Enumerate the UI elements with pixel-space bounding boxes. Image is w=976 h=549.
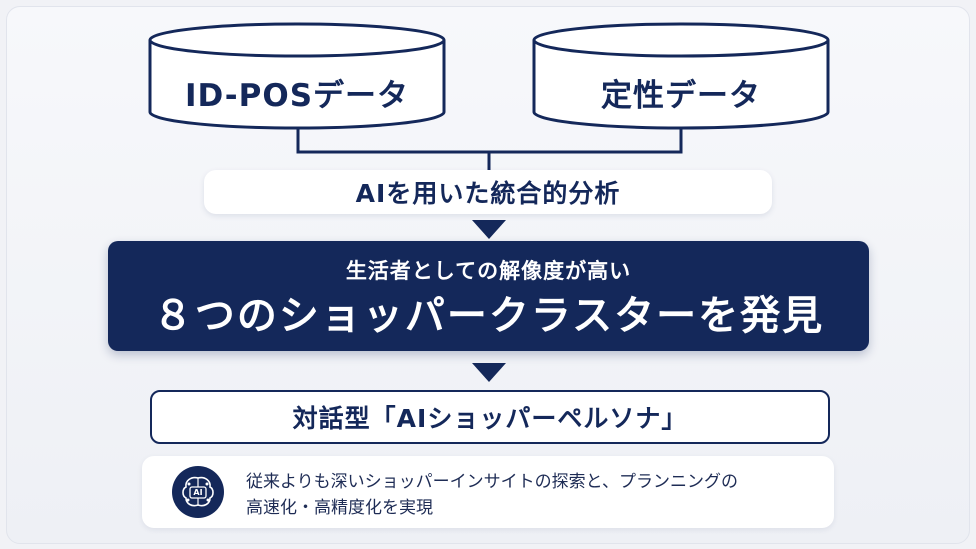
id-pos-data-cylinder: ID-POSデータ (147, 16, 447, 130)
benefit-line-2: 高速化・高精度化を実現 (246, 498, 433, 518)
ai-analysis-label: AIを用いた統合的分析 (355, 179, 621, 208)
ai-chip-label: AI (193, 488, 203, 497)
down-arrow-icon (472, 220, 506, 239)
benefit-text: 従来よりも深いショッパーインサイトの探索と、プランニングの 高速化・高精度化を実… (246, 469, 816, 521)
database-icon (532, 22, 830, 130)
result-subtitle: 生活者としての解像度が高い (345, 259, 632, 283)
ai-shopper-persona-box: 対話型「AIショッパーペルソナ」 (150, 390, 830, 444)
shopper-cluster-result-box: 生活者としての解像度が高い ８つのショッパークラスターを発見 (108, 241, 869, 351)
down-arrow-icon (472, 363, 506, 382)
benefit-note: AI 従来よりも深いショッパーインサイトの探索と、プランニングの 高速化・高精度… (142, 456, 834, 528)
id-pos-data-label: ID-POSデータ (184, 78, 410, 114)
ai-analysis-box: AIを用いた統合的分析 (204, 170, 772, 214)
result-title: ８つのショッパークラスターを発見 (152, 293, 825, 339)
merge-connector (296, 126, 683, 172)
benefit-line-1: 従来よりも深いショッパーインサイトの探索と、プランニングの (246, 472, 738, 492)
ai-brain-icon: AI (172, 466, 224, 518)
qualitative-data-cylinder: 定性データ (531, 16, 831, 130)
qualitative-data-label: 定性データ (601, 78, 761, 114)
database-icon (148, 22, 446, 130)
ai-shopper-persona-label: 対話型「AIショッパーペルソナ」 (292, 404, 688, 433)
